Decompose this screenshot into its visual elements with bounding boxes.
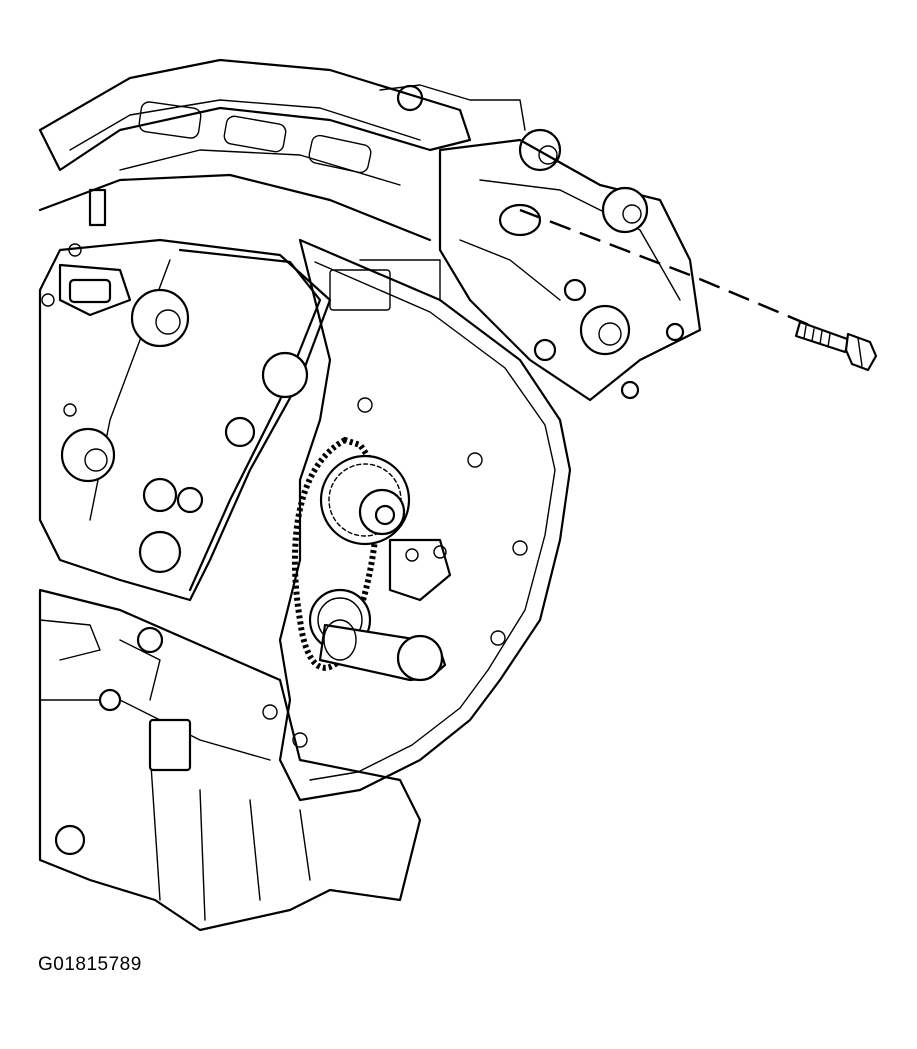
oil-pan xyxy=(38,588,422,932)
bolt-alignment-line xyxy=(519,208,846,342)
camshaft-sprocket xyxy=(319,454,411,546)
crankshaft-nose xyxy=(318,619,447,682)
engine-block-upper xyxy=(38,58,562,242)
right-cylinder-head xyxy=(438,138,702,402)
left-cam-cover xyxy=(38,238,332,602)
engine-front-timing-illustration xyxy=(38,58,878,932)
figure-code: G01815789 xyxy=(38,954,142,975)
chain-tensioner xyxy=(388,538,452,602)
bolt-icon xyxy=(794,320,878,372)
timing-cover-gasket-outline xyxy=(262,238,572,802)
